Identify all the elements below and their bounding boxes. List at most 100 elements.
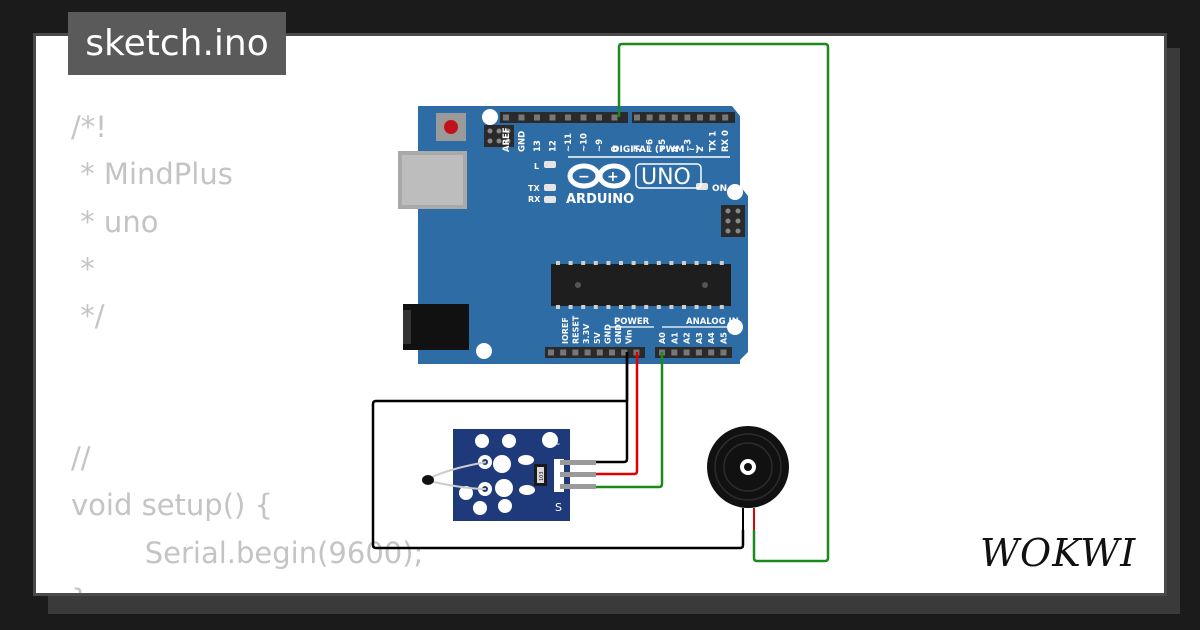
analog-pin-hole[interactable] (671, 349, 678, 356)
power-pin-label: IOREF (561, 317, 570, 344)
power-pin-label: 5V (593, 331, 602, 344)
digital-pin-label: ~10 (580, 133, 590, 152)
on-led (696, 183, 708, 190)
power-pin-label: Vin (625, 329, 634, 344)
board-maker-label: ARDUINO (566, 192, 634, 207)
power-pin-hole[interactable] (572, 349, 579, 356)
digital-pin-hole[interactable] (709, 114, 716, 121)
digital-pin-label: 13 (533, 140, 543, 152)
digital-pin-label: ~5 (658, 139, 668, 152)
digital-pin-hole[interactable] (646, 114, 653, 121)
code-preview: /*! * MindPlus * uno * *///void setup() … (71, 104, 423, 593)
power-pin-hole[interactable] (584, 349, 591, 356)
sensor-pin-vcc[interactable] (560, 472, 596, 477)
wire-a0-sensor (596, 352, 664, 489)
digital-pin-label: GND (518, 131, 528, 152)
analog-pin-hole[interactable] (683, 349, 690, 356)
usb-port-inner (402, 155, 463, 205)
digital-pin-hole[interactable] (684, 114, 691, 121)
digital-pin-hole[interactable] (659, 114, 666, 121)
power-pin-label: GND (614, 324, 623, 344)
power-pin-hole[interactable] (609, 349, 615, 356)
svg-text:103: 103 (539, 471, 545, 481)
analog-pin-label: A4 (707, 332, 716, 344)
digital-header-right (632, 112, 735, 123)
mounting-hole (727, 319, 743, 335)
project-card[interactable]: /*! * MindPlus * uno * *///void setup() … (33, 33, 1167, 596)
digital-pin-hole[interactable] (549, 114, 556, 121)
digital-pin-hole[interactable] (697, 114, 703, 121)
digital-pin-label: ~9 (595, 139, 605, 152)
digital-pin-label: ~3 (683, 139, 693, 152)
power-pin-label: RESET (572, 315, 581, 344)
wire-d8-buzzer (617, 42, 830, 563)
digital-pin-label: ~11 (564, 133, 574, 152)
power-pin-hole[interactable] (621, 349, 628, 356)
digital-pin-hole[interactable] (534, 114, 540, 121)
analog-pin-label: A1 (670, 332, 679, 344)
mounting-hole (482, 109, 498, 125)
analog-pin-label: A0 (658, 332, 667, 344)
analog-pin-hole[interactable] (720, 349, 727, 356)
code-line: void setup() { (71, 488, 273, 523)
digital-pin-label: 7 (633, 146, 643, 152)
wokwi-logo: WOKWI (980, 531, 1136, 574)
analog-pin-hole[interactable] (708, 349, 715, 356)
analog-pin-hole[interactable] (695, 349, 702, 356)
power-pin-label: GND (603, 324, 612, 344)
wire-gnd-buzzer (371, 352, 745, 550)
rx-led (544, 196, 556, 203)
analog-pin-label: A3 (695, 332, 704, 344)
analog-header (655, 347, 732, 358)
power-pin-hole[interactable] (548, 349, 554, 356)
power-pin-label: 3.3V (582, 323, 591, 344)
code-line: * (71, 251, 95, 286)
digital-header-label: DIGITAL (PWM ~) (612, 145, 699, 155)
tx-led-label: TX (528, 184, 540, 193)
digital-pin-hole[interactable] (722, 114, 729, 121)
sensor-pin-minus[interactable] (560, 460, 596, 465)
wire-vin-sensor (596, 352, 639, 476)
piezo-buzzer[interactable] (707, 426, 789, 530)
digital-pin-hole[interactable] (671, 114, 678, 121)
power-pin-hole[interactable] (596, 349, 603, 356)
digital-pin-hole[interactable] (565, 114, 571, 121)
power-jack (403, 304, 469, 350)
code-line: // (71, 441, 91, 476)
thermistor (422, 475, 434, 485)
tx-led (544, 184, 556, 191)
digital-pin-hole[interactable] (580, 114, 587, 121)
digital-pin-hole[interactable] (518, 114, 525, 121)
power-pin-hole[interactable] (560, 349, 567, 356)
board-model-frame (635, 163, 702, 189)
code-line: * MindPlus (71, 157, 233, 192)
code-line: */ (71, 299, 105, 334)
digital-pin-label: 4 (671, 146, 681, 152)
reset-button-cap[interactable] (444, 120, 458, 134)
analog-pin-label: A2 (683, 332, 692, 344)
power-header-label: POWER (614, 317, 650, 327)
digital-pin-label: AREF (502, 127, 512, 152)
icsp-header-top (484, 125, 514, 147)
digital-pin-label: TX 1 (709, 131, 719, 152)
digital-pin-hole[interactable] (596, 114, 602, 121)
rx-led-label: RX (528, 195, 541, 204)
digital-pin-hole[interactable] (634, 114, 640, 121)
sensor-pads (459, 432, 558, 515)
digital-pin-label: ~6 (646, 139, 656, 152)
digital-pin-hole[interactable] (503, 114, 509, 121)
sensor-minus-label: - (556, 437, 560, 450)
l-led (544, 161, 556, 168)
l-led-label: L (534, 162, 539, 171)
svg-text:WOKWI: WOKWI (980, 531, 1136, 574)
wires (371, 42, 830, 563)
temperature-sensor-module[interactable]: 103 - S (422, 429, 596, 521)
digital-pin-hole[interactable] (611, 114, 618, 121)
file-tab[interactable]: sketch.ino (68, 12, 286, 75)
analog-header-label: ANALOG IN (686, 317, 739, 327)
on-led-label: ON (712, 184, 727, 194)
sensor-pin-signal[interactable] (560, 484, 596, 489)
sensor-signal-label: S (555, 501, 562, 514)
